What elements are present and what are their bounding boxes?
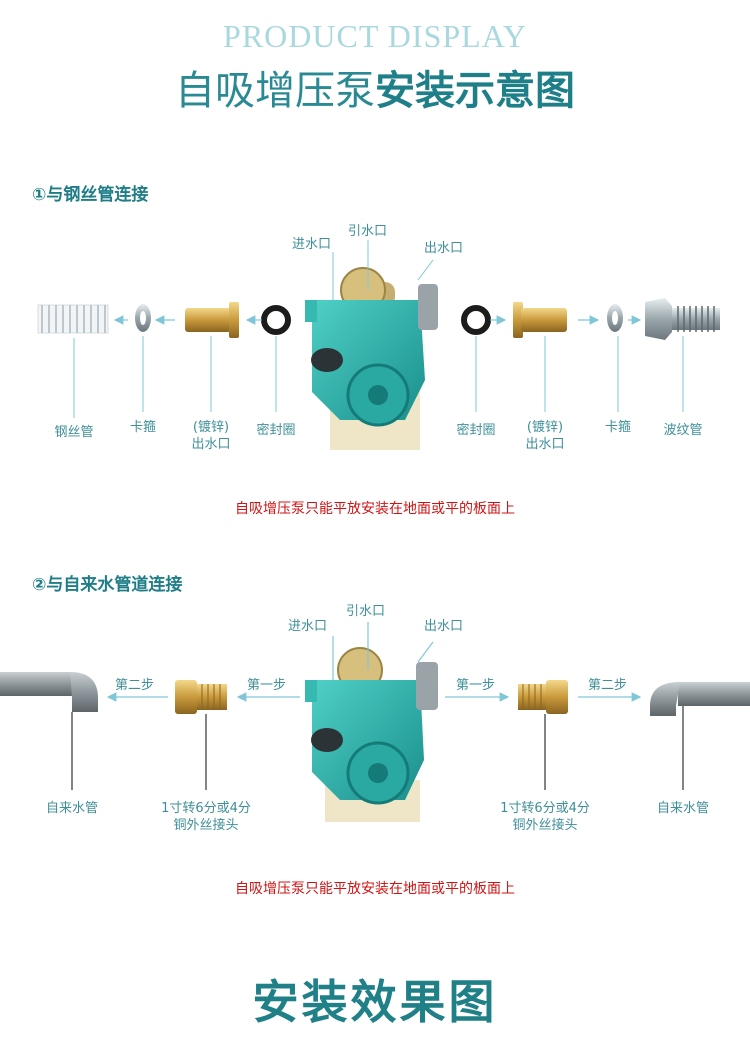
brass-adapter-left — [175, 680, 227, 714]
label-adapter-left-1: 1寸转6分或4分 — [161, 801, 251, 816]
pump-2 — [305, 647, 438, 822]
section1-heading: ①与钢丝管连接 — [32, 185, 149, 205]
steel-hose — [37, 304, 109, 334]
label-corrugated-pipe: 波纹管 — [663, 423, 703, 438]
seal-ring-left — [261, 305, 291, 335]
label-clamp-right: 卡箍 — [604, 420, 631, 435]
tap-pipe-left — [0, 672, 98, 712]
label-priming-1: 引水口 — [348, 224, 388, 239]
label-step-right-1: 第一步 — [456, 678, 496, 693]
leader-lines-2 — [71, 622, 684, 790]
install-note-2: 自吸增压泵只能平放安装在地面或平的板面上 — [235, 881, 515, 897]
label-seal-left: 密封圈 — [256, 423, 296, 438]
label-priming-2: 引水口 — [346, 604, 386, 619]
brass-adapter-right — [518, 680, 568, 714]
brass-fitting-right — [513, 302, 567, 338]
header-title-cn-bold: 安装示意图 — [375, 68, 575, 114]
footer-title: 安装效果图 — [252, 975, 498, 1029]
label-adapter-right-1: 1寸转6分或4分 — [500, 801, 590, 816]
install-note-1: 自吸增压泵只能平放安装在地面或平的板面上 — [235, 501, 515, 517]
label-outlet-1: 出水口 — [424, 241, 464, 256]
clamp-right — [607, 304, 623, 332]
label-inlet-1: 进水口 — [292, 237, 332, 252]
tap-pipe-right — [650, 682, 750, 716]
clamp-left — [135, 304, 151, 332]
label-tap-pipe-left: 自来水管 — [45, 801, 98, 816]
label-step-right-2: 第二步 — [588, 678, 628, 693]
leader-lines-1 — [73, 240, 684, 418]
pump-1 — [305, 267, 438, 450]
label-adapter-right-2: 铜外丝接头 — [512, 818, 578, 833]
label-galv-left-1: (镀锌) — [192, 420, 230, 435]
label-outlet-2: 出水口 — [424, 619, 464, 634]
label-adapter-right: 1寸转6分或4分铜外丝接头 — [495, 800, 595, 834]
label-galv-outlet-right: (镀锌) 出水口 — [519, 419, 571, 453]
label-galv-outlet-left: (镀锌) 出水口 — [185, 419, 237, 453]
label-tap-pipe-right: 自来水管 — [656, 801, 709, 816]
label-step-left-1: 第一步 — [247, 678, 287, 693]
label-steel-hose: 钢丝管 — [54, 425, 94, 440]
label-clamp-left: 卡箍 — [129, 420, 156, 435]
label-galv-right-2: 出水口 — [525, 437, 565, 452]
label-seal-right: 密封圈 — [456, 423, 496, 438]
label-galv-right-1: (镀锌) — [526, 420, 564, 435]
brass-fitting-left — [185, 302, 239, 338]
seal-ring-right — [461, 305, 491, 335]
header-title-cn: 自吸增压泵安装示意图 — [0, 58, 750, 116]
header-title-cn-regular: 自吸增压泵 — [175, 68, 375, 114]
label-inlet-2: 进水口 — [288, 619, 328, 634]
section2-heading: ②与自来水管道连接 — [32, 575, 183, 595]
header-title-en: PRODUCT DISPLAY — [223, 18, 527, 54]
label-step-left-2: 第二步 — [115, 678, 155, 693]
label-adapter-left: 1寸转6分或4分铜外丝接头 — [156, 800, 256, 834]
label-adapter-left-2: 铜外丝接头 — [173, 818, 239, 833]
label-galv-left-2: 出水口 — [191, 437, 231, 452]
corrugated-pipe — [645, 298, 720, 340]
